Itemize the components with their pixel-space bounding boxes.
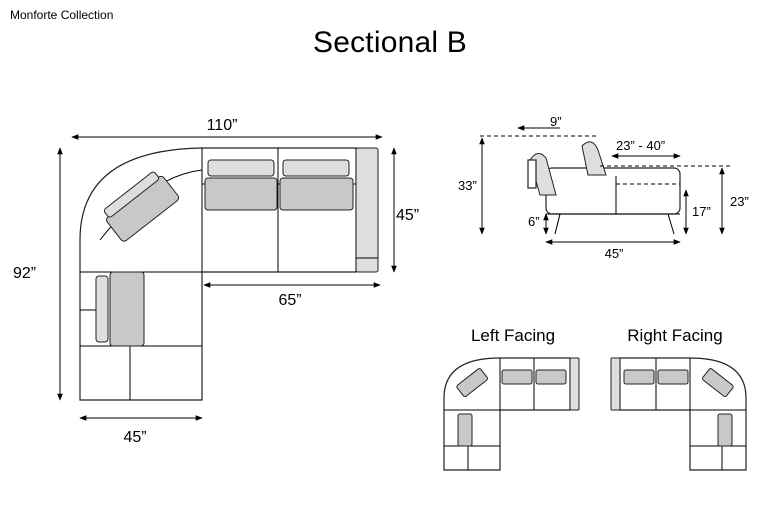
leg-height-label: 6” [528,214,540,229]
arm-height-label: 23” [730,194,749,209]
side-view-sofa [480,135,730,235]
right-facing-label: Right Facing [627,326,722,345]
seat-range-label: 23” - 40” [616,138,665,153]
left-facing-variant [443,357,580,471]
sofa-length-label: 65” [278,292,301,309]
top-view-sectional [79,147,379,401]
chaise-width-label: 45” [123,429,146,446]
width-total-label: 110” [207,117,238,134]
seat-depth-label: 45” [396,207,419,224]
top-view-dimensions: 110” 92” 45” 65” 45” [13,117,419,446]
right-facing-variant [610,357,747,471]
headrest-offset-label: 9” [550,114,562,129]
collection-name: Monforte Collection [10,8,114,22]
total-height-label: 33” [458,178,477,193]
side-view-dimensions: 9” 23” - 40” 33” 6” 17” 23” 45” [458,114,749,261]
seat-height-label: 17” [692,204,711,219]
depth-total-label: 92” [13,265,36,282]
left-facing-label: Left Facing [471,326,555,345]
side-depth-label: 45” [605,246,624,261]
page-title: Sectional B [313,26,467,59]
